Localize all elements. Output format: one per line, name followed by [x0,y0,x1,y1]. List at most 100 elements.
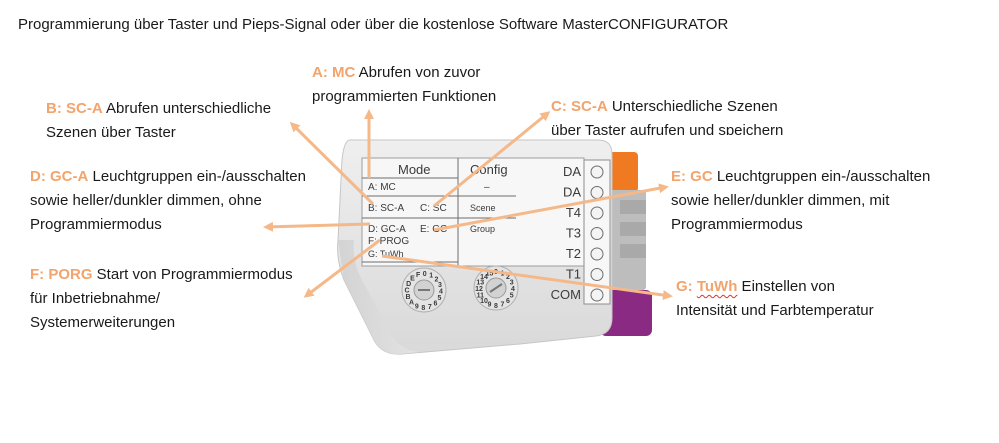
terminal-screw-0[interactable] [590,165,604,179]
arrow-c [433,111,551,208]
terminal-grey-slot [620,222,646,236]
terminal-label-t1-5: T1 [566,267,581,282]
dial-left-digit-5: 5 [437,295,441,302]
callout-f-line2: für Inbetriebnahme/ [30,290,161,307]
callout-c: C: SC-A Unterschiedliche Szenen über Tas… [551,95,783,135]
dial-left-digit-2: 2 [435,277,439,284]
callout-d-key: D: GC-A [30,168,89,185]
mode-row-sc: C: SC [420,203,447,214]
callout-a-line2: programmierten Funktionen [312,88,497,105]
callout-f-line3: Systemerweiterungen [30,314,176,331]
terminal-screw-2[interactable] [590,206,604,220]
terminal-label-da-1: DA [563,185,581,200]
callout-d-line2: sowie heller/dunkler dimmen, ohne [30,192,262,209]
dial-left-digit-F: F [416,272,421,279]
callout-c-line1: Unterschiedliche Szenen [607,98,778,115]
dial-right-digit-11: 11 [477,293,485,300]
callout-f-line1: Start von Programmiermodus [92,266,293,283]
callout-d-line3: Programmiermodus [30,216,162,233]
dial-right-digit-2: 2 [506,274,510,281]
terminal-grey-slot [620,200,646,214]
callout-d: D: GC-A Leuchtgruppen ein-/ausschalten s… [30,165,306,237]
dial-right-digit-5: 5 [510,293,514,300]
arrow-b [289,121,375,206]
config-row-group: Group [470,224,495,234]
dial-right-digit-6: 6 [506,298,510,305]
terminal-grey-slot [620,244,646,258]
dial-left-digit-E: E [410,276,415,283]
arrow-f [303,238,381,298]
dial-left-digit-1: 1 [429,273,433,280]
callout-e-line3: Programmiermodus [671,216,803,233]
arrow-g [381,254,673,300]
terminal-label-t2-4: T2 [566,246,581,261]
callout-e-key: E: GC [671,168,713,185]
terminal-purple [600,290,652,336]
callout-e-line2: sowie heller/dunkler dimmen, mit [671,192,890,209]
config-dash: – [484,182,490,193]
callout-b-key: B: SC-A [46,100,103,117]
callout-a-key: A: MC [312,64,356,81]
terminal-screw-5[interactable] [590,268,604,281]
dial-right-digit-10: 10 [480,298,488,305]
callout-g-line2: Intensität und Farbtemperatur [676,302,874,319]
dial-left-digit-B: B [405,294,410,301]
callout-g-key-word: TuWh [696,278,738,295]
config-row-scene: Scene [470,203,496,213]
config-header: Config [470,162,508,177]
callout-a-line1: Abrufen von zuvor [355,64,481,81]
dial-left-digit-D: D [406,281,411,288]
dial-left-digit-A: A [409,300,414,307]
dial-right-digit-12: 12 [475,286,483,293]
mode-header: Mode [398,162,431,177]
terminal-label-com-6: COM [551,287,581,302]
callout-e: E: GC Leuchtgruppen ein-/ausschalten sow… [671,165,930,237]
terminal-screw-6[interactable] [590,288,604,302]
terminal-screw-1[interactable] [590,186,604,199]
dial-right-digit-4: 4 [511,286,515,293]
callout-c-key: C: SC-A [551,98,608,115]
callout-f: F: PORG Start von Programmiermodus für I… [30,263,293,335]
terminal-screw-3[interactable] [590,227,604,240]
dial-left-digit-7: 7 [428,304,432,311]
mode-row-tuwh: G: TuWh [368,249,404,259]
callout-e-line1: Leuchtgruppen ein-/ausschalten [712,168,931,185]
dial-left-digit-3: 3 [438,282,442,289]
terminal-screw-4[interactable] [590,247,604,261]
terminal-grey [606,190,646,290]
dial-right-digit-14: 14 [480,274,488,281]
dial-left-digit-4: 4 [439,289,443,296]
mode-row-gca: D: GC-A [368,224,406,235]
callout-arrows [263,109,673,300]
mode-row-sca: B: SC-A [368,203,404,214]
mode-row-mc: A: MC [368,182,396,193]
dial-right-digit-13: 13 [476,280,484,287]
arrow-d [263,221,371,232]
callout-c-line2: über Taster aufrufen und speichern [551,122,784,135]
callout-g-line1: Einstellen von [737,278,835,295]
arrow-e [433,183,669,232]
dial-right-digit-8: 8 [494,303,498,310]
callout-b-line2: Szenen über Taster [46,124,176,141]
dial-right-slot [489,283,503,293]
terminal-label-da-0: DA [563,164,581,179]
terminal-label-t4-2: T4 [566,205,581,220]
callout-b: B: SC-A Abrufen unterschiedliche Szenen … [46,97,271,145]
mode-row-prog: F: PROG [368,236,409,247]
callout-f-key: F: PORG [30,266,93,283]
dial-right-digit-7: 7 [501,302,505,309]
callout-a: A: MC Abrufen von zuvor programmierten F… [312,61,496,109]
callout-d-line1: Leuchtgruppen ein-/ausschalten [88,168,306,185]
dial-right-digit-15: 15 [486,270,494,277]
callout-g-key: G: [676,278,697,295]
dial-right-digit-3: 3 [510,280,514,287]
dial-right-digit-9: 9 [488,302,492,309]
dial-left-digit-C: C [404,287,409,294]
callout-b-line1: Abrufen unterschiedliche [102,100,272,117]
terminal-label-t3-3: T3 [566,226,581,241]
